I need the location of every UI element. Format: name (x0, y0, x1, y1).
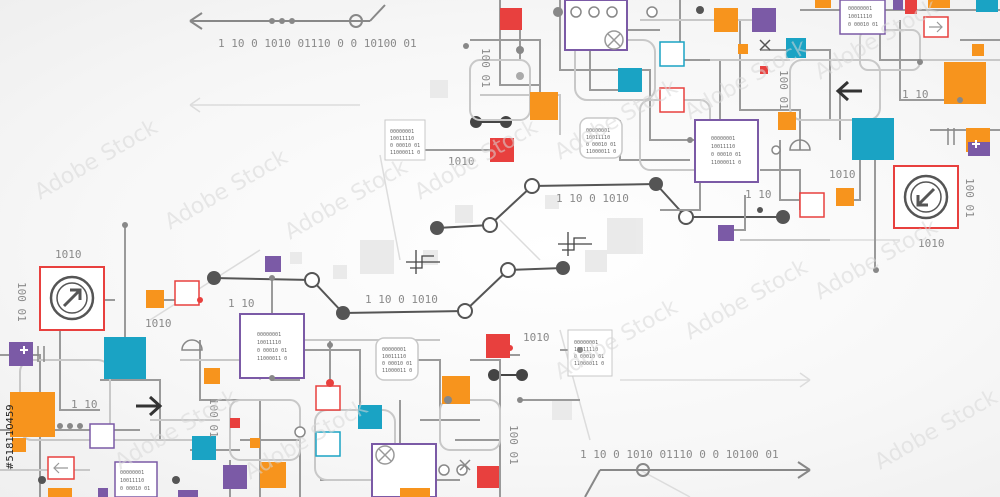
step-glyphs (406, 232, 592, 274)
chip-bits-bottom-left-2: 00000001 10011110 0 00010 01 (120, 470, 150, 492)
binary-center-upper: 1 10 0 1010 (556, 192, 629, 205)
binary-vertical-bottom: 100 01 (507, 425, 520, 465)
bottom-left-cluster: 00000001 10011110 0 00010 01 11000011 0 … (0, 140, 980, 497)
binary-center-lower: 1 10 0 1010 (365, 293, 438, 306)
chip-bits-bottom-left: 00000001 10011110 0 00010 01 11000011 0 (257, 332, 287, 362)
svg-text:10011110: 10011110 (382, 354, 406, 360)
binary-vertical-top: 100 01 (479, 48, 492, 88)
svg-text:00000001: 00000001 (848, 6, 872, 12)
binary-right-mid-2: 1 10 (745, 188, 772, 201)
chip-bits-faint-2: 00000001 10011110 0 00010 01 11000011 0 (586, 128, 616, 155)
binary-vertical-left: 100 01 (15, 282, 28, 322)
svg-text:0 00010 01: 0 00010 01 (586, 142, 616, 148)
svg-text:Adobe Stock: Adobe Stock (281, 155, 413, 246)
svg-text:Adobe Stock: Adobe Stock (411, 115, 543, 206)
svg-text:11000011 0: 11000011 0 (586, 149, 616, 155)
svg-text:11000011 0: 11000011 0 (711, 160, 741, 166)
double-arrow-left-icon (53, 462, 68, 474)
svg-text:Adobe Stock: Adobe Stock (871, 385, 1000, 476)
binary-right-mid: 1 10 (902, 88, 929, 101)
svg-text:Adobe Stock: Adobe Stock (681, 255, 813, 346)
binary-left-mid-2: 1 10 (71, 398, 98, 411)
chip-bits-faint-1: 00000001 10011110 0 00010 01 11000011 0 (390, 129, 420, 156)
stock-id: #518110459 (5, 404, 16, 470)
watermark: Adobe Stock Adobe Stock Adobe Stock Adob… (31, 0, 1000, 485)
svg-text:10011110: 10011110 (586, 135, 610, 141)
binary-1010-top: 1010 (448, 155, 475, 168)
arrow-up-right-badge-icon (39, 266, 105, 331)
binary-1010-left: 1010 (55, 248, 82, 261)
svg-text:0 00010 01: 0 00010 01 (120, 486, 150, 492)
chip-bits-top-right: 00000001 10011110 0 00010 01 11000011 0 … (711, 6, 878, 166)
center-nodes (207, 177, 790, 320)
svg-text:0 00010 01: 0 00010 01 (257, 348, 287, 354)
top-right-cluster: 00000001 10011110 0 00010 01 11000011 0 … (384, 0, 1000, 273)
double-arrow-icon (929, 21, 943, 33)
svg-text:10011110: 10011110 (848, 14, 872, 20)
arrow-left-icon (835, 80, 862, 102)
svg-text:00000001: 00000001 (711, 136, 735, 142)
arrow-right-icon (136, 395, 163, 417)
binary-left-mid: 1 10 (228, 297, 255, 310)
chip-bits-faint-3: 00000001 10011110 0 00010 01 11000011 0 (382, 347, 412, 374)
svg-text:0 00010 01: 0 00010 01 (848, 22, 878, 28)
binary-1010-bottom: 1010 (523, 331, 550, 344)
binary-bottom-right: 1 10 0 1010 01110 0 0 10100 01 (580, 448, 779, 461)
svg-text:10011110: 10011110 (390, 136, 414, 142)
arrow-down-left-badge-icon (893, 165, 959, 229)
binary-vertical-top-2: 100 01 (777, 70, 790, 110)
svg-text:0 00010 01: 0 00010 01 (382, 361, 412, 367)
svg-text:11000011 0: 11000011 0 (390, 150, 420, 156)
svg-text:Adobe Stock: Adobe Stock (31, 115, 163, 206)
bottom-right-arrow: 1 10 0 1010 01110 0 0 10100 01 (580, 448, 811, 497)
svg-text:11000011 0: 11000011 0 (574, 361, 604, 367)
binary-vertical-right: 100 01 (963, 178, 976, 218)
svg-text:0 00010 01: 0 00010 01 (390, 143, 420, 149)
binary-top-left: 1 10 0 1010 01110 0 0 10100 01 (218, 37, 417, 50)
svg-text:11000011 0: 11000011 0 (257, 356, 287, 362)
svg-text:10011110: 10011110 (574, 347, 598, 353)
svg-text:10011110: 10011110 (711, 144, 735, 150)
svg-text:10011110: 10011110 (257, 340, 281, 346)
binary-1010-right-2: 1010 (829, 168, 856, 181)
svg-text:0 00010 01: 0 00010 01 (711, 152, 741, 158)
chip-bits-faint-4: 00000001 10011110 0 00010 01 11000011 0 (574, 340, 604, 367)
center-connectors (213, 182, 783, 315)
background-squares (290, 80, 643, 420)
dumbbell-connectors (470, 116, 528, 381)
svg-text:Adobe Stock: Adobe Stock (811, 215, 943, 306)
svg-text:11000011 0: 11000011 0 (382, 368, 412, 374)
svg-text:00000001: 00000001 (382, 347, 406, 353)
binary-1010-left-2: 1010 (145, 317, 172, 330)
svg-text:00000001: 00000001 (574, 340, 598, 346)
svg-text:0 00010 01: 0 00010 01 (574, 354, 604, 360)
svg-text:00000001: 00000001 (120, 470, 144, 476)
svg-text:10011110: 10011110 (120, 478, 144, 484)
binary-1010-right: 1010 (918, 237, 945, 250)
binary-vertical-left-2: 100 01 (207, 398, 220, 438)
svg-text:00000001: 00000001 (390, 129, 414, 135)
svg-text:Adobe Stock: Adobe Stock (161, 145, 293, 236)
svg-text:00000001: 00000001 (257, 332, 281, 338)
svg-text:00000001: 00000001 (586, 128, 610, 134)
top-left-arrow: 1 10 0 1010 01110 0 0 10100 01 (189, 4, 417, 50)
